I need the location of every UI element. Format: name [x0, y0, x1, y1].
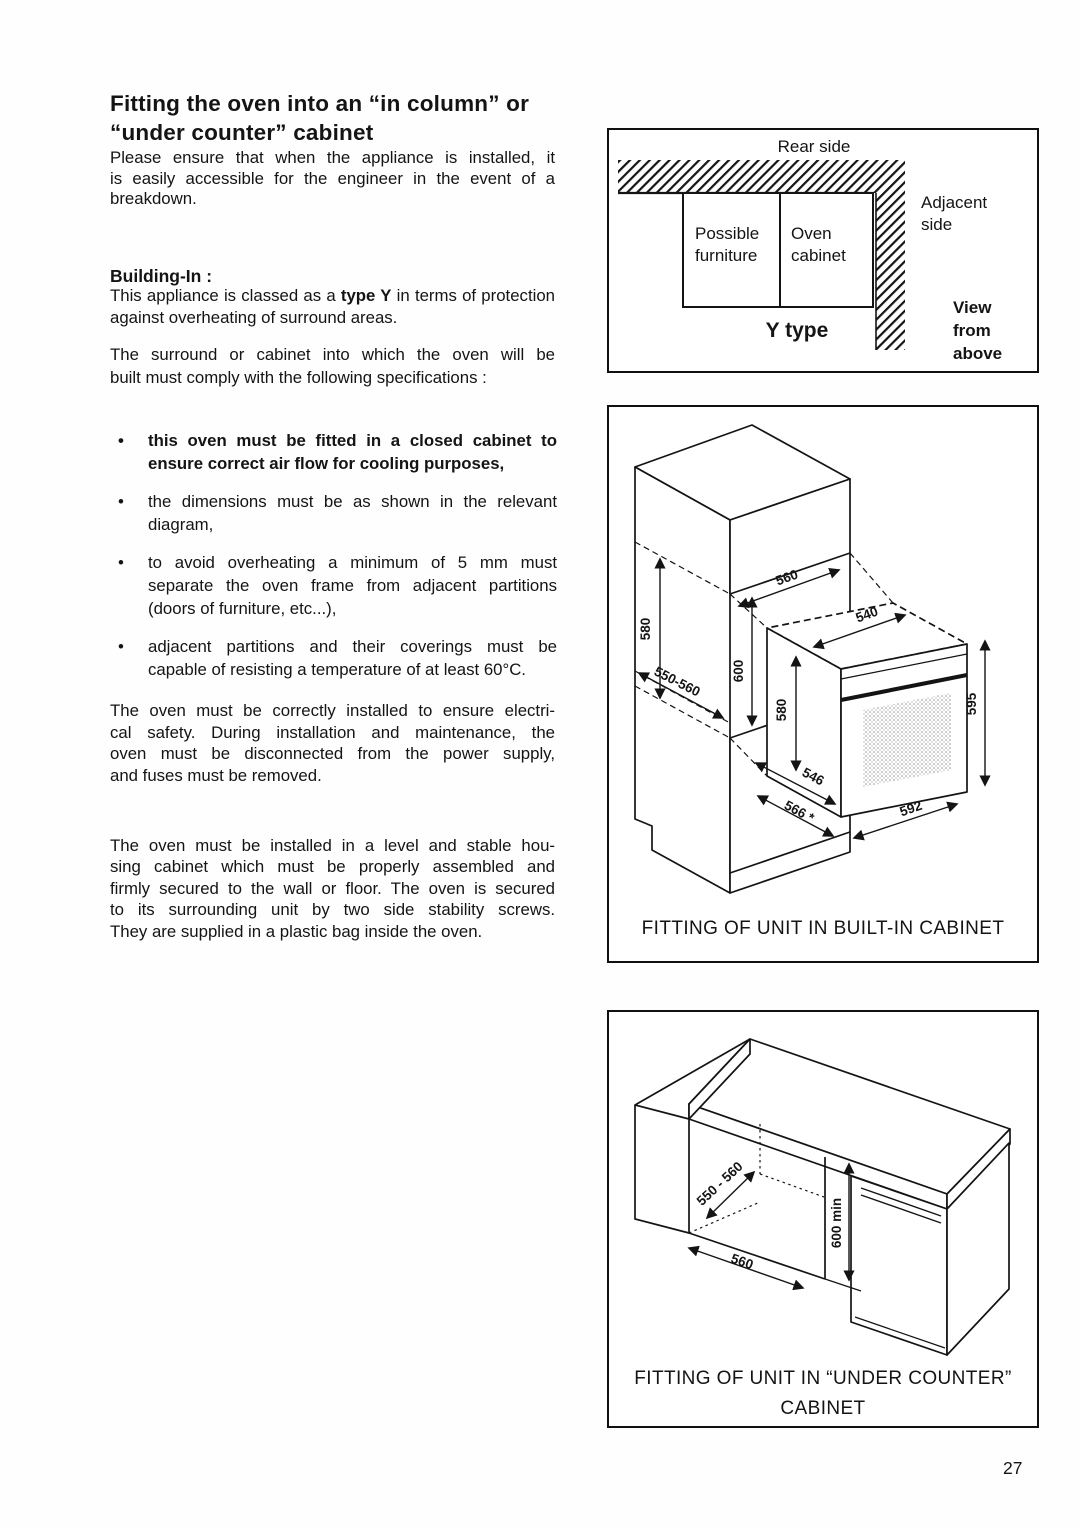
building-in-heading: Building-In :	[110, 265, 213, 286]
dim-niche-height: 580	[638, 618, 653, 641]
surround-paragraph: The surround or cabinet into which the o…	[110, 345, 555, 387]
installation-paragraph: The oven must be installed in a level an…	[110, 836, 555, 941]
rear-side-label: Rear side	[777, 137, 851, 156]
under-counter-diagram-drawing: 550 - 560 560 600 min	[634, 1038, 1011, 1356]
bullet-icon: •	[118, 553, 124, 572]
cabinet-plan-outline	[682, 192, 874, 308]
specification-list: • this oven must be fitted in a closed c…	[110, 429, 557, 696]
oven-door-window	[863, 693, 951, 787]
y-type-label: Y type	[765, 319, 829, 342]
type-y-paragraph: This appliance is classed as a type Y in…	[110, 285, 555, 329]
dim-depth: 550 - 560	[694, 1159, 746, 1209]
type-y-text-pre: This appliance is classed as a	[110, 286, 341, 305]
dim-width: 560	[729, 1251, 755, 1273]
page-title: Fitting the oven into an “in column” or“…	[110, 91, 530, 146]
hidden-niche-lines	[688, 1124, 825, 1234]
dim-oven-top-width: 540	[854, 604, 880, 626]
list-item: • this oven must be fitted in a closed c…	[110, 429, 557, 475]
intro-paragraph: Please ensure that when the appliance is…	[110, 148, 555, 208]
dim-oven-side-height: 580	[774, 699, 789, 722]
dim-height: 600 min	[829, 1198, 844, 1248]
list-item: • to avoid overheating a minimum of 5 mm…	[110, 551, 557, 620]
built-in-diagram-drawing: 580 550-560 600 560 540 580 546 566 * 59…	[634, 424, 991, 894]
under-counter-caption: FITTING OF UNIT IN “UNDER COUNTER”CABINE…	[634, 1368, 1012, 1419]
bullet-icon: •	[118, 637, 124, 656]
list-item-text: adjacent partitions and their coverings …	[148, 637, 557, 679]
list-item: • the dimensions must be as shown in the…	[110, 490, 557, 536]
bullet-icon: •	[118, 431, 124, 450]
electrical-safety-paragraph: The oven must be correctly installed to …	[110, 701, 555, 785]
counter-outline	[634, 1038, 1011, 1356]
list-item-text: to avoid overheating a minimum of 5 mm m…	[148, 553, 557, 618]
type-y-text-post: in terms of protection against overheati…	[110, 286, 555, 327]
list-item-text: the dimensions must be as shown in the r…	[148, 492, 557, 534]
dimension-lines	[637, 557, 991, 841]
bullet-icon: •	[118, 492, 124, 511]
under-counter-diagram: 550 - 560 560 600 min FITTING OF UNIT IN…	[607, 1010, 1039, 1428]
dim-oven-front-width: 592	[898, 798, 924, 820]
built-in-caption: FITTING OF UNIT IN BUILT-IN CABINET	[641, 918, 1005, 939]
dim-opening-width: 560	[774, 567, 800, 589]
dimension-labels: 550 - 560 560 600 min	[694, 1159, 844, 1273]
y-type-diagram-drawing	[618, 160, 905, 350]
list-item: • adjacent partitions and their covering…	[110, 635, 557, 681]
dim-oven-front-height: 595	[964, 692, 979, 715]
dimension-lines	[687, 1162, 855, 1291]
built-in-cabinet-diagram: 580 550-560 600 560 540 580 546 566 * 59…	[607, 405, 1039, 963]
page-number: 27	[1003, 1458, 1023, 1478]
list-item-text: this oven must be fitted in a closed cab…	[148, 431, 557, 473]
type-y-bold: type Y	[340, 286, 392, 305]
dim-opening-height: 600	[731, 660, 746, 683]
